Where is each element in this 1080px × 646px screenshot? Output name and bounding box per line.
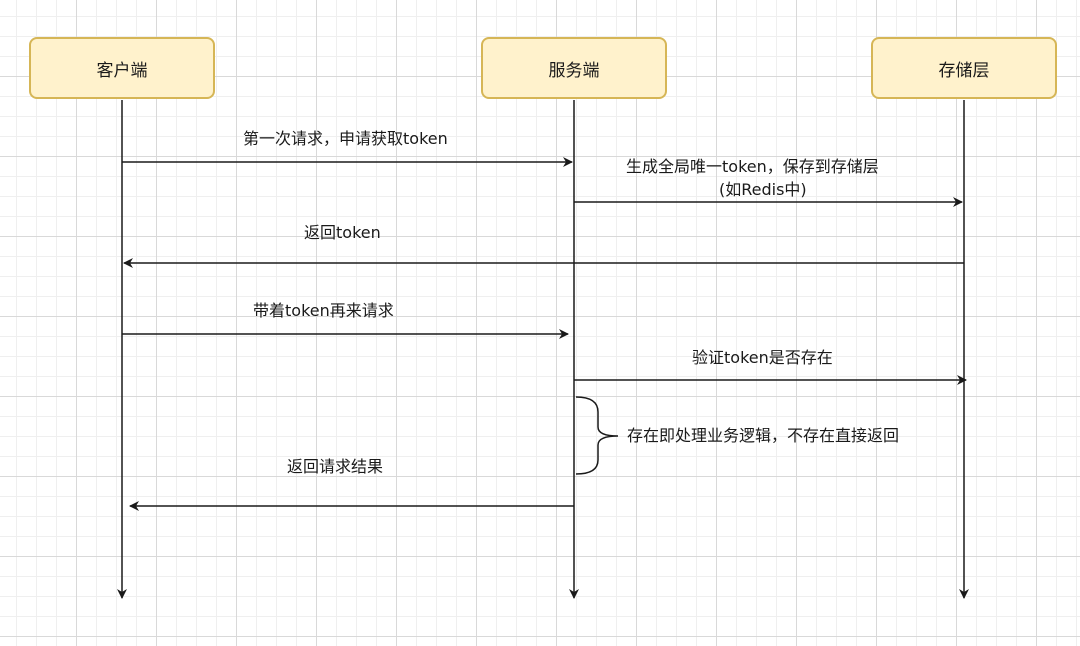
- actor-client: 客户端: [29, 37, 215, 99]
- label-process-logic: 存在即处理业务逻辑，不存在直接返回: [627, 426, 900, 445]
- label-return-result: 返回请求结果: [287, 457, 384, 476]
- actor-server: 服务端: [481, 37, 667, 99]
- label-generate-token-line2: (如Redis中): [719, 180, 807, 199]
- label-request-with-token: 带着token再来请求: [253, 301, 394, 320]
- label-request-token: 第一次请求，申请获取token: [243, 129, 448, 148]
- label-return-token: 返回token: [304, 223, 381, 242]
- label-verify-token: 验证token是否存在: [692, 348, 833, 367]
- brace-annotation: [575, 396, 619, 475]
- actor-storage: 存储层: [871, 37, 1057, 99]
- label-generate-token-line1: 生成全局唯一token，保存到存储层: [626, 157, 879, 176]
